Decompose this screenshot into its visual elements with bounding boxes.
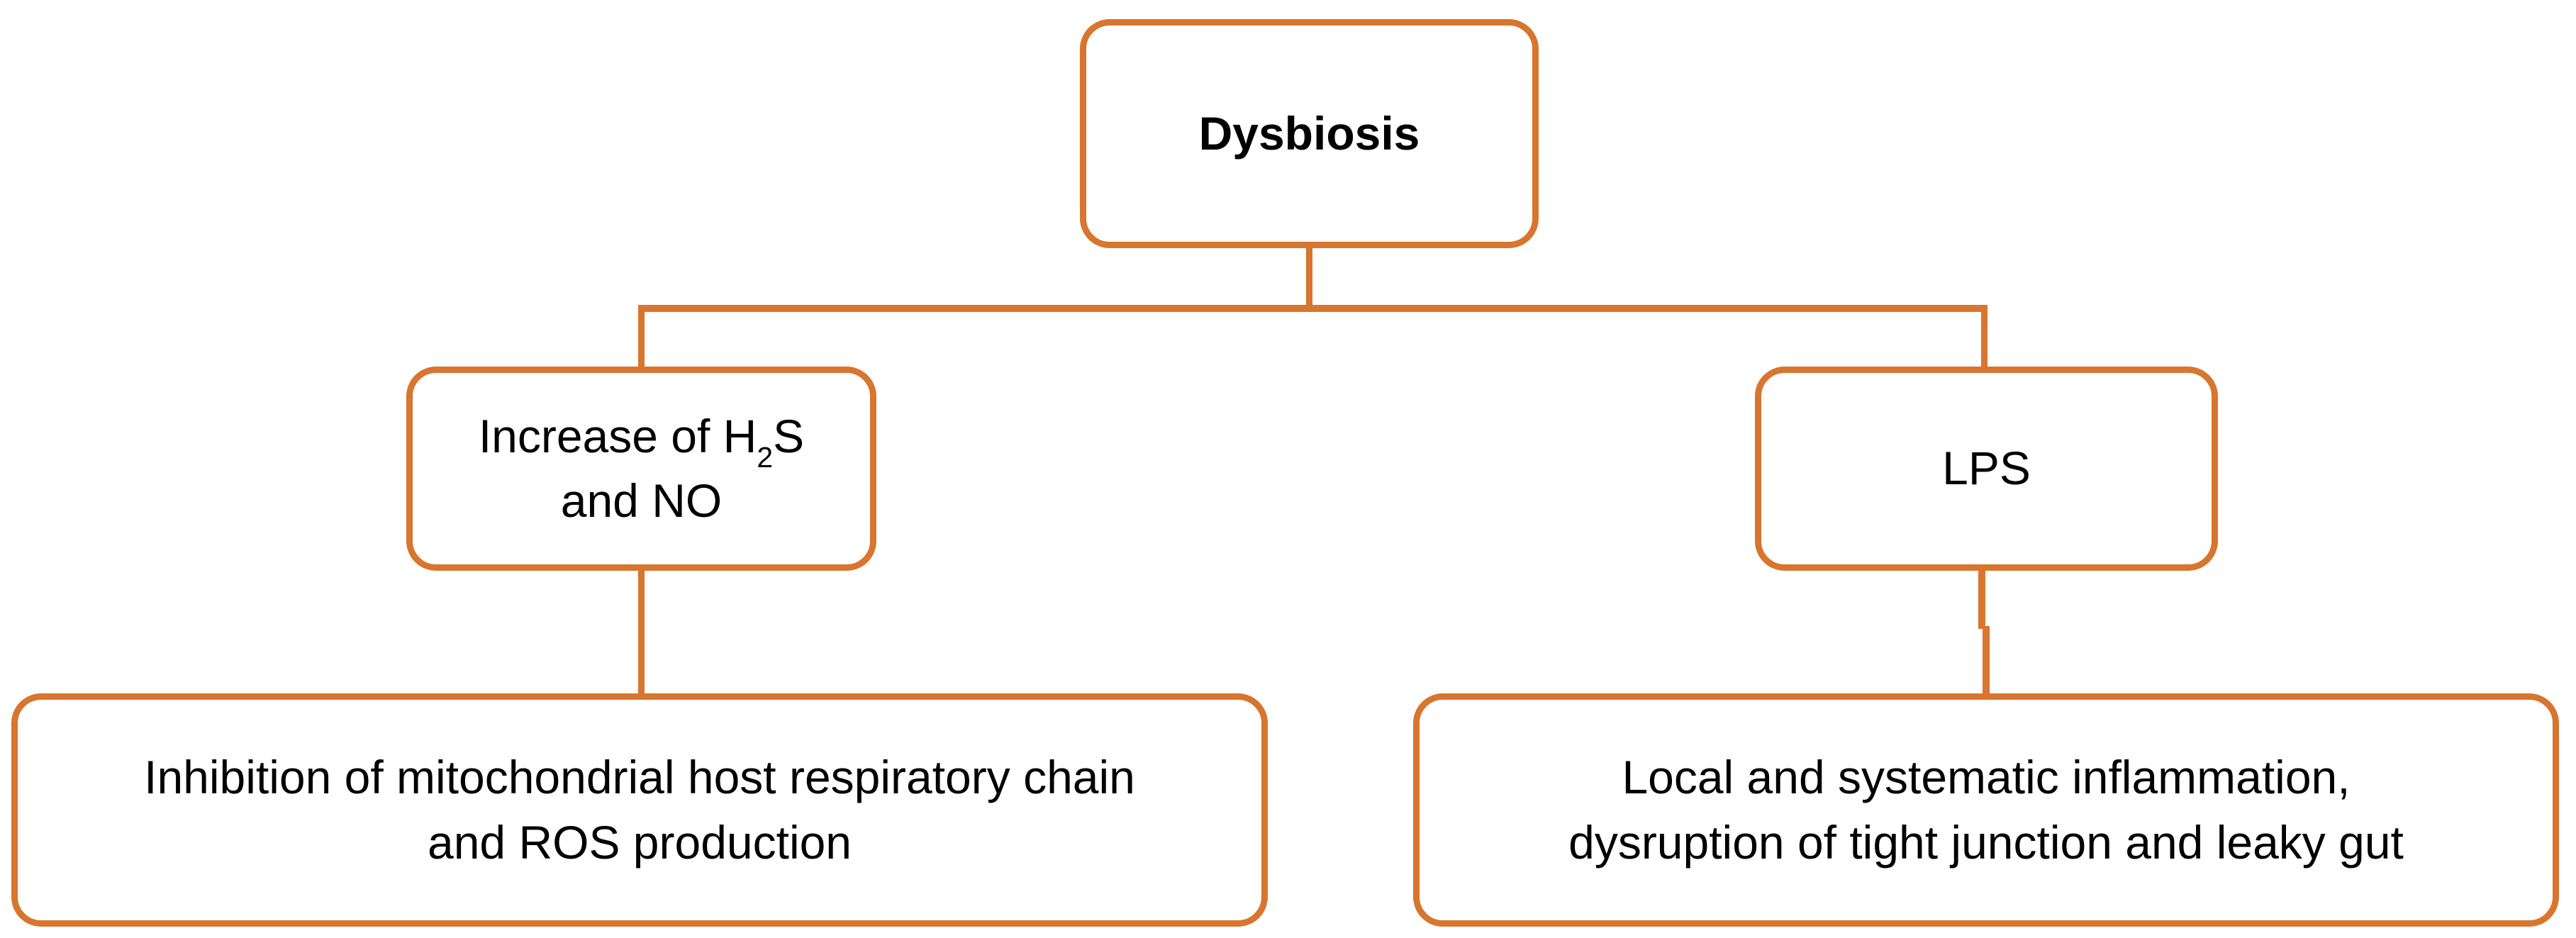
connector-right-outcome-stem-lower [1983, 626, 1990, 697]
node-dysbiosis-label: Dysbiosis [1198, 106, 1420, 160]
connector-left-branch-drop [638, 308, 645, 370]
node-inhibition-ros-line2: and ROS production [427, 815, 852, 869]
node-h2s-no-line2: and NO [560, 474, 723, 527]
connector-right-outcome-stem-upper [1978, 568, 1985, 629]
node-lps: LPS [1755, 367, 2218, 571]
h2s-suffix-text: S [773, 409, 805, 462]
node-lps-label: LPS [1942, 442, 2031, 495]
node-dysbiosis: Dysbiosis [1080, 19, 1539, 248]
h2s-subscript-text: 2 [757, 441, 774, 474]
connector-left-outcome-stem [638, 568, 645, 697]
connector-horizontal-branch [638, 305, 1987, 312]
connector-root-stem [1306, 247, 1312, 308]
node-h2s-no: Increase of H2S and NO [406, 367, 876, 571]
node-inhibition-ros-line1: Inhibition of mitochondrial host respira… [144, 751, 1135, 804]
node-inflammation-leaky-gut-line1: Local and systematic inflammation, [1622, 751, 2351, 804]
node-inhibition-ros: Inhibition of mitochondrial host respira… [11, 693, 1268, 927]
connector-right-branch-drop [1981, 308, 1987, 370]
node-h2s-no-line1: Increase of H2S [478, 404, 805, 472]
node-inflammation-leaky-gut-line2: dysruption of tight junction and leaky g… [1568, 815, 2404, 869]
node-inflammation-leaky-gut: Local and systematic inflammation, dysru… [1413, 693, 2559, 927]
h2s-prefix-text: Increase of H [478, 409, 757, 462]
